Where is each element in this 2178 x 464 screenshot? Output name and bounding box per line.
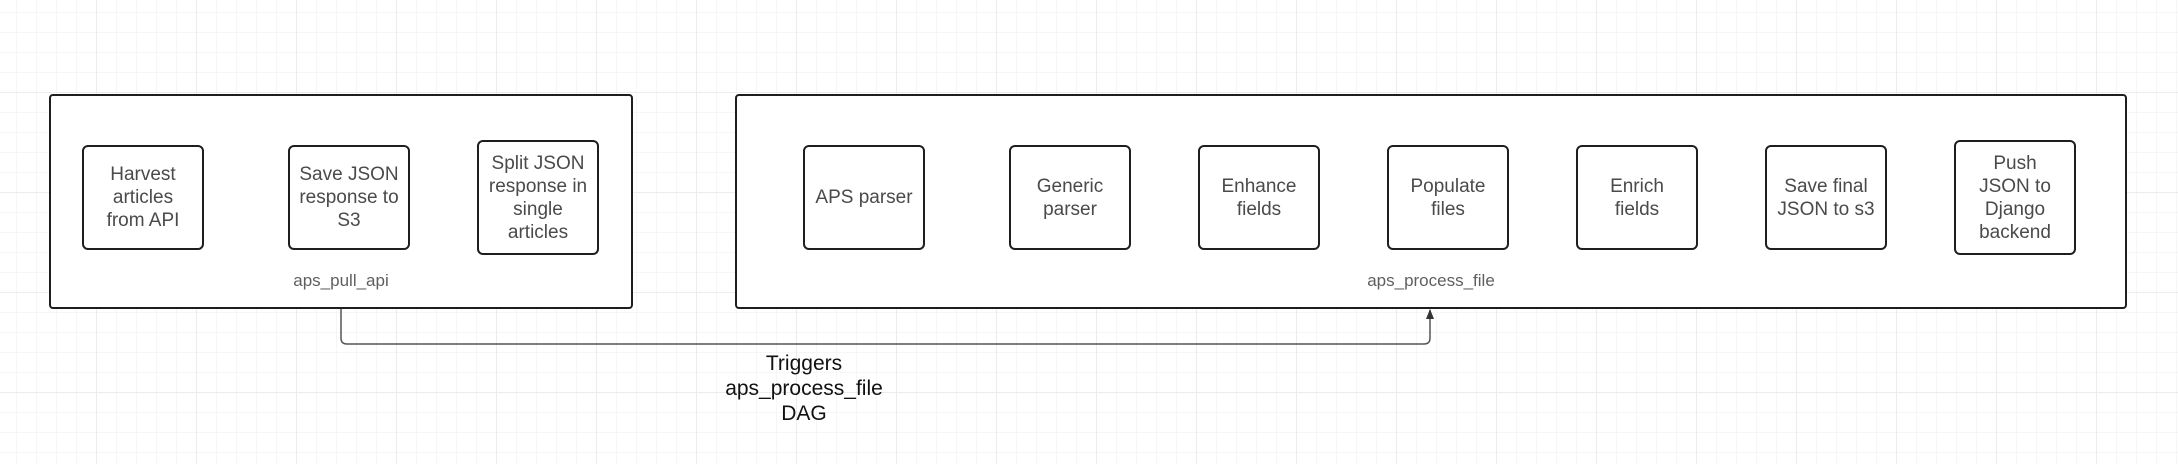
step-aps-parser-label: APS parser [815, 187, 913, 208]
step-enrich-fields-label: Enrich fields [1610, 175, 1664, 220]
step-save-final-json-label: Save final JSON to s3 [1777, 175, 1875, 220]
step-harvest-articles-label: Harvest articles from API [106, 164, 180, 231]
step-generic-parser[interactable]: Generic parser [1009, 145, 1131, 250]
step-harvest-articles[interactable]: Harvest articles from API [82, 145, 204, 250]
step-aps-parser[interactable]: APS parser [803, 145, 925, 250]
step-populate-files-label: Populate files [1410, 175, 1486, 220]
arrow-trigger-process-file [340, 309, 1434, 345]
step-save-final-json[interactable]: Save final JSON to s3 [1765, 145, 1887, 250]
step-enhance-fields-label: Enhance fields [1221, 175, 1297, 220]
step-populate-files[interactable]: Populate files [1387, 145, 1509, 250]
step-split-json-label: Split JSON response in single articles [488, 152, 588, 243]
step-enrich-fields[interactable]: Enrich fields [1576, 145, 1698, 250]
group-label-aps-pull-api: aps_pull_api [293, 271, 389, 290]
step-save-json-s3-label: Save JSON response to S3 [299, 164, 399, 231]
group-label-aps-process-file: aps_process_file [1367, 271, 1495, 290]
step-push-django[interactable]: Push JSON to Django backend [1954, 140, 2076, 255]
step-split-json[interactable]: Split JSON response in single articles [477, 140, 599, 255]
step-generic-parser-label: Generic parser [1036, 175, 1104, 220]
trigger-caption: Triggers aps_process_file DAG [725, 352, 883, 425]
step-enhance-fields[interactable]: Enhance fields [1198, 145, 1320, 250]
step-push-django-label: Push JSON to Django backend [1979, 152, 2051, 243]
step-save-json-s3[interactable]: Save JSON response to S3 [288, 145, 410, 250]
